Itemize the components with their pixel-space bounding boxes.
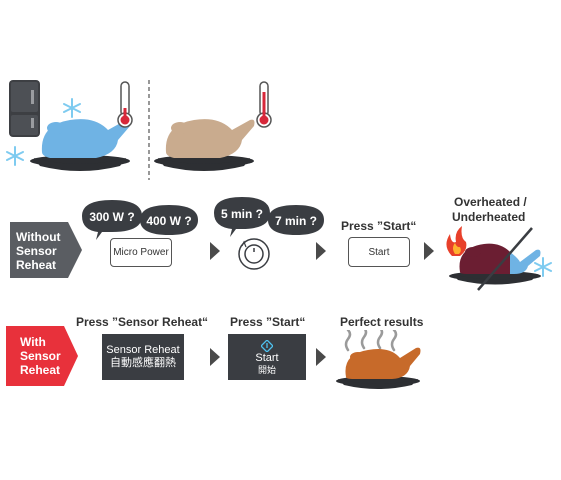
arrow-icon	[210, 348, 220, 366]
press-sensor-reheat-title: Press ”Sensor Reheat“	[76, 315, 209, 329]
bubble-300w	[82, 200, 142, 240]
snowflake-icon	[6, 146, 24, 166]
roasted-chicken	[336, 330, 421, 389]
snowflake-icon	[534, 257, 552, 277]
arrow-icon	[210, 242, 220, 260]
bubble-5min	[214, 197, 270, 237]
start-diamond-icon	[261, 339, 273, 352]
start-panel-button[interactable]: Start 開始	[228, 334, 306, 380]
underheated-title: Underheated	[452, 210, 526, 224]
start-label-cn: 開始	[257, 364, 276, 375]
fridge-icon	[9, 80, 40, 137]
arrow-icon	[316, 348, 326, 366]
minute-bubbles: 5 min ? 7 min ?	[214, 197, 324, 237]
start-button[interactable]: Start	[348, 237, 410, 267]
top-illustration	[6, 80, 272, 180]
bad-result-illustration	[446, 226, 552, 291]
snowflake-icon	[63, 98, 81, 118]
thermometer-icon	[117, 81, 133, 128]
arrow-icon	[316, 242, 326, 260]
with-sensor-reheat-tag: With Sensor Reheat	[20, 335, 61, 377]
flame-icon	[446, 226, 467, 256]
sensor-reheat-label: Sensor Reheat	[106, 344, 180, 356]
press-start-title: Press ”Start“	[341, 219, 417, 233]
micro-power-button[interactable]: Micro Power	[110, 238, 172, 267]
with-tag-shape	[6, 326, 78, 386]
overheated-title: Overheated /	[454, 195, 527, 209]
bubble-5min-text: 5 min ?	[221, 207, 263, 221]
arrow-icon	[424, 242, 434, 260]
micro-power-label: Micro Power	[113, 247, 169, 258]
without-tag-shape	[10, 222, 82, 278]
press-start-title-2: Press ”Start“	[230, 315, 306, 329]
bubble-7min-text: 7 min ?	[275, 214, 317, 228]
bubble-7min	[268, 205, 324, 235]
thawed-chicken	[154, 119, 255, 171]
start-label: Start	[368, 246, 390, 258]
dial-knob-icon[interactable]	[236, 236, 272, 272]
sensor-reheat-label-cn: 自動感應翻熱	[110, 357, 176, 369]
sensor-reheat-button[interactable]: Sensor Reheat 自動感應翻熱	[102, 334, 184, 380]
bubble-400w-text: 400 W ?	[146, 214, 191, 228]
bubble-300w-text: 300 W ?	[89, 210, 134, 224]
perfect-results-title: Perfect results	[340, 315, 424, 329]
thermometer-icon	[256, 81, 272, 128]
steam-icon	[344, 330, 398, 352]
bubble-400w	[140, 205, 198, 235]
start-label-2: Start	[255, 351, 279, 364]
without-sensor-reheat-tag: Without Sensor Reheat	[16, 230, 61, 272]
frozen-chicken	[30, 119, 131, 171]
watt-bubbles: 300 W ? 400 W ?	[82, 200, 198, 240]
